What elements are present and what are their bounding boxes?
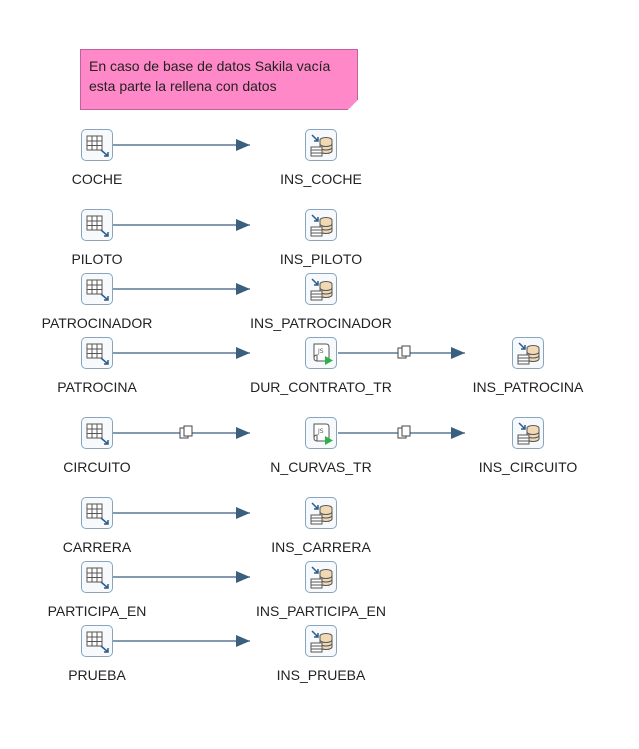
step-label-circuito: CIRCUITO bbox=[63, 459, 131, 475]
insert-update-icon bbox=[310, 214, 333, 237]
step-circuito[interactable] bbox=[81, 417, 113, 449]
step-label-ins-patrocina: INS_PATROCINA bbox=[472, 379, 584, 395]
hop-arrowhead bbox=[236, 283, 250, 295]
javascript-step-icon: JS bbox=[313, 343, 333, 365]
step-label-patrocina: PATROCINA bbox=[57, 379, 137, 395]
insert-update-icon bbox=[310, 566, 333, 589]
step-ins-participa-en[interactable] bbox=[305, 561, 337, 593]
step-ins-patrocina[interactable] bbox=[512, 337, 544, 369]
table-input-icon bbox=[86, 631, 109, 653]
table-input-icon bbox=[86, 343, 109, 365]
copy-rows-icon bbox=[179, 425, 193, 439]
svg-text:JS: JS bbox=[317, 348, 324, 355]
step-label-coche: COCHE bbox=[71, 171, 123, 187]
hop-arrowhead bbox=[236, 347, 250, 359]
hop-arrowhead bbox=[236, 219, 250, 231]
step-label-n-curvas-tr: N_CURVAS_TR bbox=[270, 459, 372, 475]
insert-update-icon bbox=[310, 278, 333, 301]
table-input-icon bbox=[86, 567, 109, 589]
insert-update-icon bbox=[310, 134, 333, 157]
note-line-2: esta parte la rellena con datos bbox=[89, 78, 277, 94]
note-fold bbox=[348, 100, 358, 110]
insert-update-icon bbox=[310, 630, 333, 653]
table-input-icon bbox=[86, 423, 109, 445]
step-ins-piloto[interactable] bbox=[305, 209, 337, 241]
note-box[interactable]: En caso de base de datos Sakila vacía es… bbox=[80, 49, 358, 110]
step-ins-patrocinador[interactable] bbox=[305, 273, 337, 305]
step-label-carrera: CARRERA bbox=[62, 539, 132, 555]
step-n-curvas-tr[interactable]: JS bbox=[305, 417, 337, 449]
copy-rows-icon bbox=[397, 345, 411, 359]
hop-arrowhead bbox=[236, 571, 250, 583]
insert-update-icon bbox=[517, 342, 540, 365]
step-label-ins-patrocinador: INS_PATROCINADOR bbox=[250, 315, 392, 331]
step-coche[interactable] bbox=[81, 129, 113, 161]
step-label-ins-participa-en: INS_PARTICIPA_EN bbox=[256, 603, 386, 619]
javascript-step-icon: JS bbox=[313, 423, 333, 445]
step-participa-en[interactable] bbox=[81, 561, 113, 593]
step-prueba[interactable] bbox=[81, 625, 113, 657]
insert-update-icon bbox=[517, 422, 540, 445]
step-patrocina[interactable] bbox=[81, 337, 113, 369]
step-dur-contrato-tr[interactable]: JS bbox=[305, 337, 337, 369]
table-input-icon bbox=[86, 279, 109, 301]
table-input-icon bbox=[86, 135, 109, 157]
step-label-ins-carrera: INS_CARRERA bbox=[271, 539, 371, 555]
step-label-patrocinador: PATROCINADOR bbox=[41, 315, 153, 331]
copy-rows-icon bbox=[397, 425, 411, 439]
step-label-ins-coche: INS_COCHE bbox=[280, 171, 362, 187]
step-label-dur-contrato-tr: DUR_CONTRATO_TR bbox=[250, 379, 392, 395]
step-label-ins-piloto: INS_PILOTO bbox=[279, 251, 363, 267]
note-line-1: En caso de base de datos Sakila vacía bbox=[89, 58, 331, 74]
step-label-ins-prueba: INS_PRUEBA bbox=[276, 667, 366, 683]
step-ins-prueba[interactable] bbox=[305, 625, 337, 657]
step-ins-coche[interactable] bbox=[305, 129, 337, 161]
table-input-icon bbox=[86, 503, 109, 525]
hop-arrowhead bbox=[451, 347, 465, 359]
hop-arrowhead bbox=[236, 635, 250, 647]
step-carrera[interactable] bbox=[81, 497, 113, 529]
hop-arrowhead bbox=[236, 139, 250, 151]
hop-arrowhead bbox=[236, 507, 250, 519]
svg-text:JS: JS bbox=[317, 428, 324, 435]
step-ins-carrera[interactable] bbox=[305, 497, 337, 529]
hop-arrowhead bbox=[236, 427, 250, 439]
hop-arrowhead bbox=[451, 427, 465, 439]
step-label-piloto: PILOTO bbox=[71, 251, 123, 267]
step-label-ins-circuito: INS_CIRCUITO bbox=[478, 459, 578, 475]
step-label-prueba: PRUEBA bbox=[68, 667, 126, 683]
step-piloto[interactable] bbox=[81, 209, 113, 241]
step-label-participa-en: PARTICIPA_EN bbox=[47, 603, 147, 619]
step-ins-circuito[interactable] bbox=[512, 417, 544, 449]
insert-update-icon bbox=[310, 502, 333, 525]
step-patrocinador[interactable] bbox=[81, 273, 113, 305]
table-input-icon bbox=[86, 215, 109, 237]
